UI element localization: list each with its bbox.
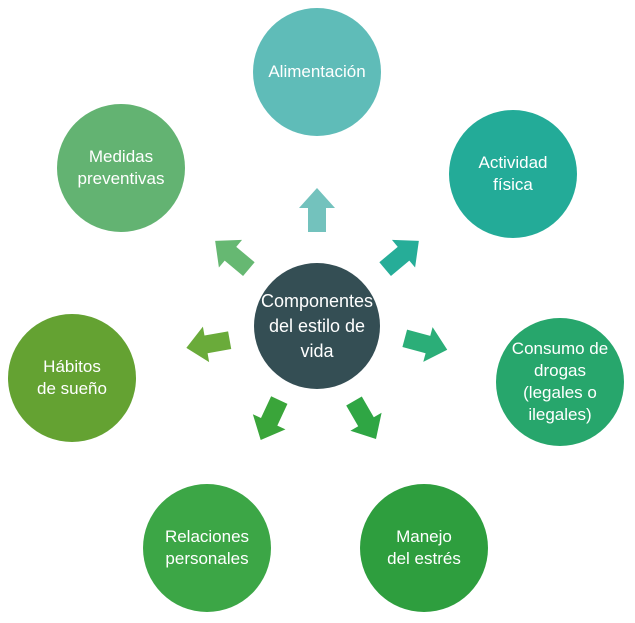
node-alimentacion: Alimentación xyxy=(253,8,381,136)
arrow-to-medidas-preventivas xyxy=(215,239,255,277)
arrow-shape xyxy=(299,188,335,232)
node-label: Actividad física xyxy=(478,153,548,194)
arrow-shape xyxy=(346,396,382,440)
node-habitos-sueno: Hábitos de sueño xyxy=(8,314,136,442)
arrow-shape xyxy=(215,239,255,277)
center-label: Componentes del estilo de vida xyxy=(260,290,374,361)
arrow-to-relaciones-personales xyxy=(252,396,288,440)
node-label: Consumo de drogas (legales o ilegales) xyxy=(511,339,609,424)
arrow-to-actividad-fisica xyxy=(379,239,419,277)
node-label: Hábitos de sueño xyxy=(37,357,107,398)
arrow-shape xyxy=(379,239,419,277)
node-relaciones-personales: Relaciones personales xyxy=(143,484,271,612)
node-label: Alimentación xyxy=(268,62,366,81)
node-label: Medidas preventivas xyxy=(77,147,165,188)
arrow-to-alimentacion xyxy=(299,188,335,232)
node-label: Relaciones personales xyxy=(164,527,250,568)
node-medidas-preventivas: Medidas preventivas xyxy=(57,104,185,232)
arrow-to-consumo-drogas xyxy=(402,327,448,362)
arrow-to-manejo-estres xyxy=(346,396,382,440)
arrow-to-habitos-sueno xyxy=(186,326,232,363)
node-consumo-drogas: Consumo de drogas (legales o ilegales) xyxy=(496,318,624,446)
node-label: Manejo del estrés xyxy=(387,527,461,568)
arrow-shape xyxy=(402,327,448,362)
arrow-shape xyxy=(186,326,232,363)
node-manejo-estres: Manejo del estrés xyxy=(360,484,488,612)
node-actividad-fisica: Actividad física xyxy=(449,110,577,238)
center-node: Componentes del estilo de vida xyxy=(254,263,380,389)
arrow-shape xyxy=(252,396,288,440)
